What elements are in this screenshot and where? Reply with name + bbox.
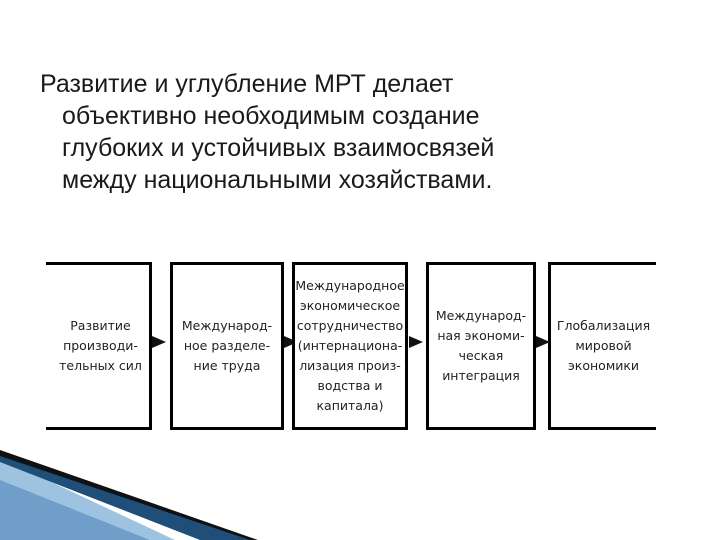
flow-box-globalization: Глобализация мировой экономики: [548, 262, 656, 430]
flow-box-label: Международ- ная экономи- ческая интеграц…: [435, 308, 527, 383]
flow-box-label: Развитие производи- тельных сил: [59, 318, 142, 373]
flow-box-productive-forces: Развитие производи- тельных сил: [46, 262, 152, 430]
intro-line-1: Развитие и углубление МРТ делает: [40, 70, 454, 98]
swoosh-mid: [0, 480, 150, 540]
swoosh-black: [0, 450, 258, 540]
flow-box-economic-cooperation: Международное экономическое сотрудничест…: [292, 262, 408, 430]
flow-arrow: [409, 336, 423, 348]
flow-box-label: Международное экономическое сотрудничест…: [295, 278, 405, 413]
flow-box-integration: Международ- ная экономи- ческая интеграц…: [426, 262, 536, 430]
flow-box-label: Международ- ное разделе- ние труда: [181, 318, 273, 373]
intro-paragraph: Развитие и углубление МРТ делает объекти…: [40, 68, 680, 196]
corner-swoosh-decoration: [0, 450, 258, 540]
flow-arrow: [152, 336, 166, 348]
flow-arrow: [536, 336, 550, 348]
flow-box-division-of-labour: Международ- ное разделе- ние труда: [170, 262, 284, 430]
flow-box-label: Глобализация мировой экономики: [556, 318, 651, 373]
intro-line-4: между национальными хозяйствами.: [62, 166, 493, 194]
intro-line-3: глубоких и устойчивых взаимосвязей: [62, 134, 495, 162]
intro-line-2: объективно необходимым создание: [62, 102, 480, 130]
